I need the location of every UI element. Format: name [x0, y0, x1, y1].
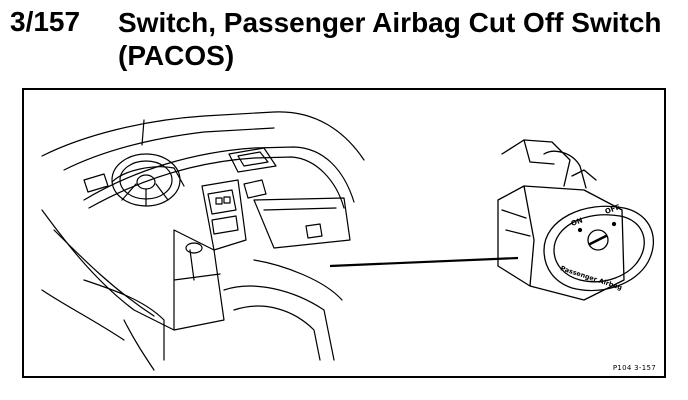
pacos-location-marker	[305, 223, 323, 239]
page-title: Switch, Passenger Airbag Cut Off Switch …	[118, 7, 662, 71]
pacos-switch-illustration	[497, 139, 654, 301]
figure-code: P104 3-157	[612, 364, 656, 372]
figure-frame: ON OFF Passenger Airbag P104 3-157	[22, 88, 666, 378]
connector-line	[329, 256, 519, 268]
switch-on-label: ON	[570, 216, 584, 228]
section-number: 3/157	[10, 6, 81, 37]
dashboard-interior-illustration	[41, 111, 365, 371]
switch-off-label: OFF	[604, 203, 622, 216]
figure-illustration: ON OFF Passenger Airbag	[41, 111, 654, 371]
